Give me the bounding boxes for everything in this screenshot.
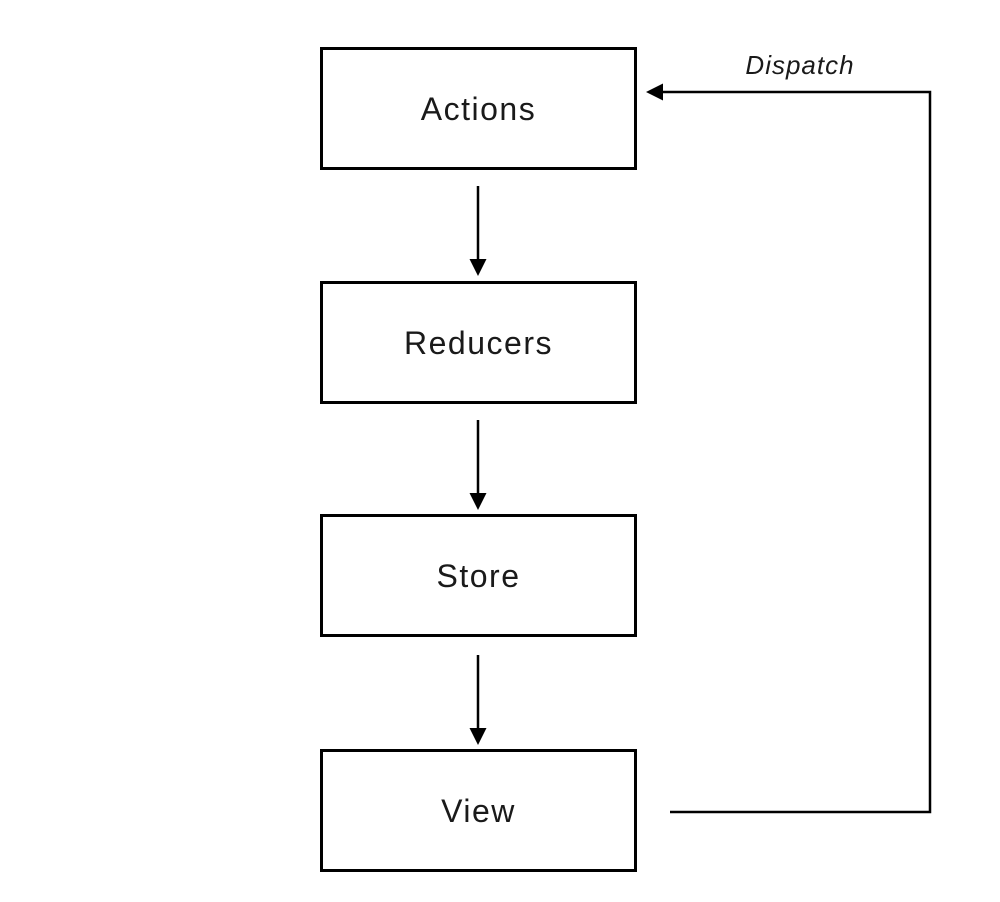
- node-store: Store: [320, 514, 637, 637]
- arrowhead-down-icon: [469, 493, 487, 510]
- arrowhead-down-icon: [469, 259, 487, 276]
- node-label: Actions: [420, 90, 537, 127]
- node-view: View: [320, 749, 637, 872]
- node-reducers: Reducers: [320, 281, 637, 404]
- node-label: View: [441, 792, 516, 829]
- node-actions: Actions: [320, 47, 637, 170]
- arrowhead-down-icon: [469, 728, 487, 745]
- node-label: Store: [436, 557, 521, 594]
- edge-view-actions-dispatch: [662, 90, 932, 814]
- node-label: Reducers: [404, 324, 553, 361]
- arrowhead-left-icon: [646, 83, 663, 101]
- edge-label-dispatch: Dispatch: [745, 50, 855, 80]
